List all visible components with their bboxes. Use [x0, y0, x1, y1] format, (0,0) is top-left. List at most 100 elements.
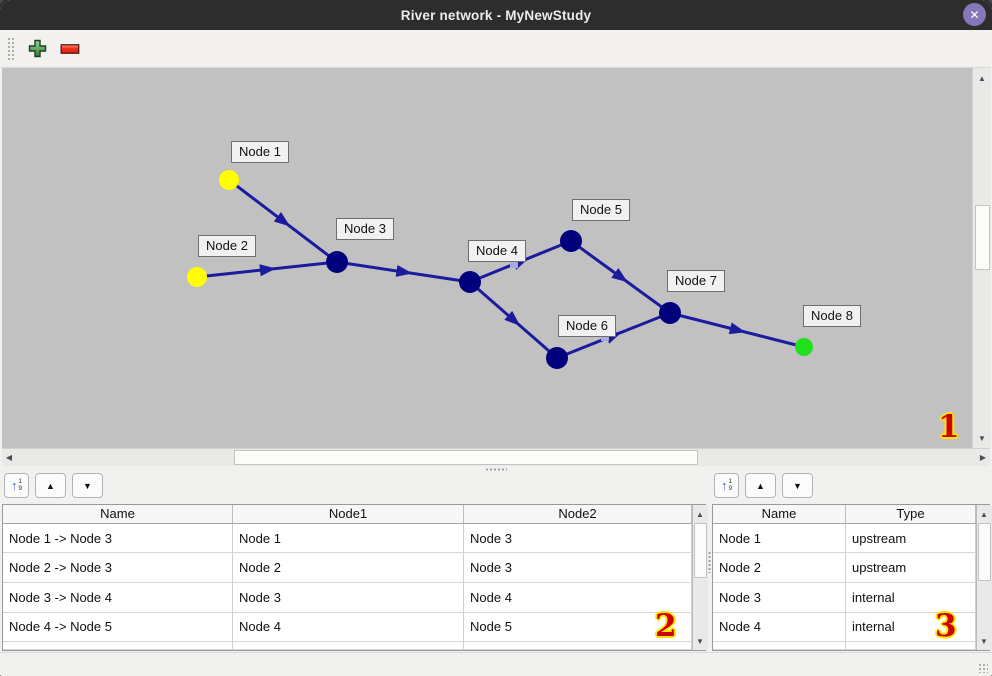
column-header[interactable]: Type [846, 505, 976, 523]
down-arrow-icon: ▼ [83, 480, 92, 491]
table-cell[interactable]: Node 3 [464, 553, 692, 582]
canvas-horizontal-scrollbar[interactable]: ◀ ▶ [2, 448, 990, 468]
scroll-down-icon[interactable]: ▼ [978, 433, 986, 443]
table-cell[interactable]: Node 4 [464, 582, 692, 612]
window-title: River network - MyNewStudy [400, 7, 592, 23]
table-cell [233, 642, 464, 650]
flow-direction-arrow-icon [728, 322, 746, 335]
scroll-down-icon[interactable]: ▼ [696, 636, 704, 646]
close-button[interactable]: ✕ [963, 3, 986, 26]
branches-move-down-button[interactable]: ▼ [72, 473, 103, 498]
table-scroll-thumb[interactable] [694, 523, 707, 578]
nodes-move-up-button[interactable]: ▲ [745, 473, 776, 498]
node-label[interactable]: Node 1 [231, 141, 289, 163]
canvas-vertical-scrollbar[interactable]: ▲ ▼ [972, 68, 991, 448]
river-node-internal[interactable] [326, 251, 348, 273]
window-resize-grip[interactable] [978, 663, 988, 673]
table-cell [846, 642, 976, 650]
table-cell[interactable]: Node 1 [233, 523, 464, 553]
table-cell[interactable]: Node 1 -> Node 3 [3, 523, 233, 553]
table-cell[interactable]: Node 1 [713, 523, 846, 553]
node-label[interactable]: Node 5 [572, 199, 630, 221]
table-cell[interactable]: Node 4 -> Node 5 [3, 612, 233, 642]
scroll-down-icon[interactable]: ▼ [980, 636, 988, 646]
scroll-up-icon[interactable]: ▲ [980, 509, 988, 519]
horizontal-scroll-thumb[interactable] [234, 450, 698, 465]
table-cell[interactable]: internal [846, 582, 976, 612]
green-plus-icon [28, 39, 46, 58]
titlebar[interactable]: River network - MyNewStudy ✕ [0, 0, 992, 30]
scroll-up-icon[interactable]: ▲ [696, 509, 704, 519]
river-node-internal[interactable] [659, 302, 681, 324]
node-label[interactable]: Node 6 [558, 315, 616, 337]
column-header[interactable]: Name [3, 505, 233, 523]
table-cell[interactable]: Node 4 [233, 612, 464, 642]
vertical-splitter[interactable] [706, 472, 712, 652]
node-label[interactable]: Node 7 [667, 270, 725, 292]
node-label[interactable]: Node 4 [468, 240, 526, 262]
river-node-internal[interactable] [546, 347, 568, 369]
scroll-left-icon[interactable]: ◀ [5, 452, 13, 462]
node-label[interactable]: Node 3 [336, 218, 394, 240]
splitter-grip [485, 467, 507, 471]
horizontal-splitter[interactable] [0, 466, 992, 472]
branches-move-up-button[interactable]: ▲ [35, 473, 66, 498]
nodes-move-down-button[interactable]: ▼ [782, 473, 813, 498]
column-header[interactable]: Node2 [464, 505, 692, 523]
node-label[interactable]: Node 2 [198, 235, 256, 257]
table-cell[interactable]: Node 3 [464, 523, 692, 553]
column-header[interactable]: Node1 [233, 505, 464, 523]
network-canvas[interactable]: Node 1 Node 2 Node 3 Node 4 Node 5 Node 6 Node… [2, 68, 972, 448]
scroll-up-icon[interactable]: ▲ [978, 73, 986, 83]
table-cell[interactable]: Node 3 [713, 582, 846, 612]
edge-handle-square [601, 333, 609, 341]
table-cell[interactable]: Node 3 -> Node 4 [3, 582, 233, 612]
river-node-upstream[interactable] [187, 267, 207, 287]
toolbar-drag-handle[interactable] [7, 36, 14, 61]
river-node-internal[interactable] [459, 271, 481, 293]
river-node-internal[interactable] [560, 230, 582, 252]
table-cell[interactable]: Node 3 [233, 582, 464, 612]
flow-direction-arrow-icon [395, 265, 413, 277]
river-node-downstream[interactable] [795, 338, 813, 356]
table-cell [713, 642, 846, 650]
node-label[interactable]: Node 8 [803, 305, 861, 327]
table-cell[interactable]: Node 2 -> Node 3 [3, 553, 233, 582]
table-scroll-thumb[interactable] [978, 523, 991, 581]
table-cell[interactable]: Node 4 [713, 612, 846, 642]
table-cell[interactable]: upstream [846, 523, 976, 553]
remove-node-button[interactable] [57, 36, 83, 62]
add-node-button[interactable] [24, 36, 50, 62]
branches-table-scrollbar[interactable]: ▲ ▼ [692, 505, 708, 650]
scroll-right-icon[interactable]: ▶ [979, 452, 987, 462]
nodes-table-scrollbar[interactable]: ▲ ▼ [976, 505, 992, 650]
table-cell[interactable]: upstream [846, 553, 976, 582]
vertical-scroll-thumb[interactable] [975, 205, 990, 270]
flow-direction-arrow-icon [259, 264, 276, 277]
column-header[interactable]: Name [713, 505, 846, 523]
flow-direction-arrow-icon [611, 268, 628, 283]
river-node-upstream[interactable] [219, 170, 239, 190]
close-icon: ✕ [969, 7, 980, 22]
table-row-partial [713, 642, 976, 651]
table-cell[interactable]: Node 2 [713, 553, 846, 582]
table-cell[interactable]: Node 2 [233, 553, 464, 582]
table-cell[interactable]: Node 5 [464, 612, 692, 642]
table-cell[interactable]: internal [846, 612, 976, 642]
